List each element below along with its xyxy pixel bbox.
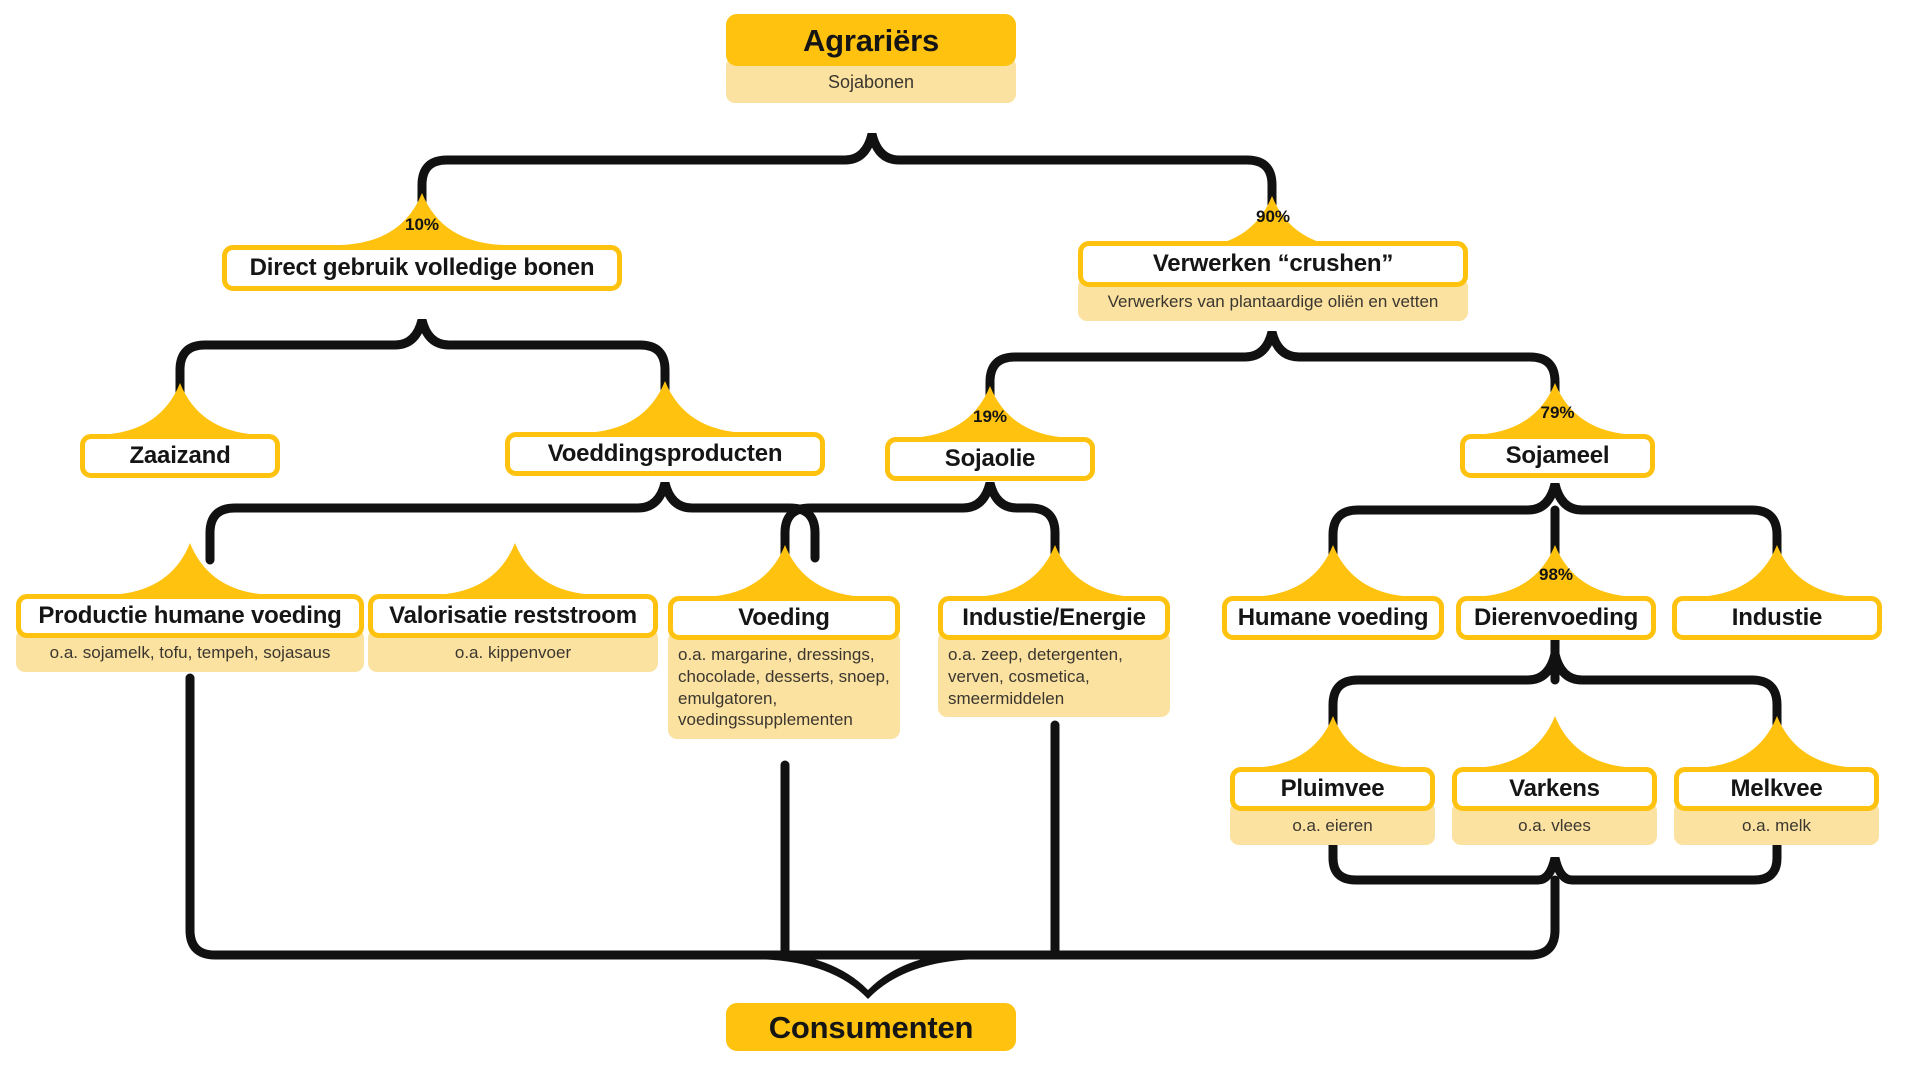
- consumenten-arrowhead: [750, 951, 986, 999]
- node-sojameel-pct: 79%: [1540, 403, 1575, 422]
- node-verwerken-crushen-label: Verwerken “crushen”: [1078, 241, 1468, 287]
- node-verwerken-crushen-pct: 90%: [1255, 207, 1291, 226]
- funnel-voedingsprod: [583, 381, 747, 433]
- node-pluimvee-label: Pluimvee: [1230, 767, 1435, 811]
- funnel-industrieener: [973, 545, 1137, 597]
- funnel-varkens: [1473, 716, 1637, 768]
- node-voeding-sub: o.a. margarine, dressings, chocolade, de…: [668, 631, 900, 739]
- funnel-melkvee: [1695, 716, 1859, 768]
- funnel-humanevoeding: [1251, 545, 1415, 597]
- node-voedingsproducten[interactable]: Voeddingsproducten: [505, 432, 825, 476]
- node-sojaolie-pct: 19%: [972, 407, 1008, 426]
- funnel-prodhumaan: [108, 543, 272, 595]
- node-zaaizand[interactable]: Zaaizand: [80, 434, 280, 478]
- node-zaaizand-label: Zaaizand: [80, 434, 280, 478]
- funnel-valorisatie: [433, 543, 597, 595]
- node-industie-energie-label: Industie/Energie: [938, 596, 1170, 640]
- edge-agrariers-branch: [417, 132, 1277, 218]
- node-agrariers-label: Agrariërs: [726, 14, 1016, 66]
- node-consumenten[interactable]: Consumenten: [726, 1003, 1016, 1051]
- edge-sojaolie-branch: [780, 481, 1060, 567]
- funnel-crushen: [1190, 196, 1354, 248]
- funnel-sojameel: [1473, 383, 1637, 435]
- node-sojameel[interactable]: 79% Sojameel: [1460, 403, 1655, 478]
- node-sojameel-label: Sojameel: [1460, 434, 1655, 478]
- node-productie-humane-voeding-label: Productie humane voeding: [16, 594, 364, 638]
- funnel-direct: [340, 193, 504, 245]
- edge-prodhumaan-to-consumenten: [185, 673, 1560, 960]
- node-dierenvoeding-label: Dierenvoeding: [1456, 596, 1656, 640]
- node-industie-label: Industie: [1672, 596, 1882, 640]
- node-dierenvoeding-pct: 98%: [1538, 565, 1574, 584]
- node-sojaolie-label: Sojaolie: [885, 437, 1095, 481]
- node-humane-voeding-label: Humane voeding: [1222, 596, 1444, 640]
- node-varkens[interactable]: Varkens o.a. vlees: [1452, 767, 1657, 845]
- node-productie-humane-voeding[interactable]: Productie humane voeding o.a. sojamelk, …: [16, 594, 364, 672]
- node-varkens-label: Varkens: [1452, 767, 1657, 811]
- node-agrariers[interactable]: Agrariërs Sojabonen: [726, 14, 1016, 104]
- node-industie-energie-sub: o.a. zeep, detergenten, verven, cosmetic…: [938, 631, 1170, 718]
- node-pluimvee[interactable]: Pluimvee o.a. eieren: [1230, 767, 1435, 845]
- funnel-zaaizand: [98, 383, 262, 435]
- funnel-sojaolie: [908, 386, 1072, 438]
- node-industie[interactable]: Industie: [1672, 596, 1882, 640]
- node-direct-gebruik-pct: 10%: [404, 215, 440, 234]
- node-melkvee[interactable]: Melkvee o.a. melk: [1674, 767, 1879, 845]
- node-valorisatie-reststroom-label: Valorisatie reststroom: [368, 594, 658, 638]
- node-direct-gebruik-label: Direct gebruik volledige bonen: [222, 245, 622, 291]
- funnel-pluimvee: [1251, 716, 1415, 768]
- node-voeding-label: Voeding: [668, 596, 900, 640]
- edge-crushen-branch: [985, 330, 1560, 408]
- edge-sojameel-branch: [1328, 482, 1782, 565]
- node-melkvee-label: Melkvee: [1674, 767, 1879, 811]
- node-humane-voeding[interactable]: Humane voeding: [1222, 596, 1444, 640]
- node-voeding[interactable]: Voeding o.a. margarine, dressings, choco…: [668, 596, 900, 739]
- edge-livestock-merge: [1328, 829, 1782, 885]
- node-industie-energie[interactable]: Industie/Energie o.a. zeep, detergenten,…: [938, 596, 1170, 718]
- node-valorisatie-reststroom[interactable]: Valorisatie reststroom o.a. kippenvoer: [368, 594, 658, 672]
- node-direct-gebruik[interactable]: 10% Direct gebruik volledige bonen: [222, 215, 622, 291]
- node-sojaolie[interactable]: 19% Sojaolie: [885, 407, 1095, 481]
- node-consumenten-label: Consumenten: [726, 1003, 1016, 1051]
- funnel-dierenvoeding: [1473, 545, 1637, 597]
- funnel-industie: [1695, 545, 1859, 597]
- funnel-voeding: [703, 545, 867, 597]
- node-verwerken-crushen[interactable]: 90% Verwerken “crushen” Verwerkers van p…: [1078, 207, 1468, 321]
- edge-direct-branch: [175, 318, 670, 405]
- node-voedingsproducten-label: Voeddingsproducten: [505, 432, 825, 476]
- node-dierenvoeding[interactable]: 98% Dierenvoeding: [1456, 565, 1656, 640]
